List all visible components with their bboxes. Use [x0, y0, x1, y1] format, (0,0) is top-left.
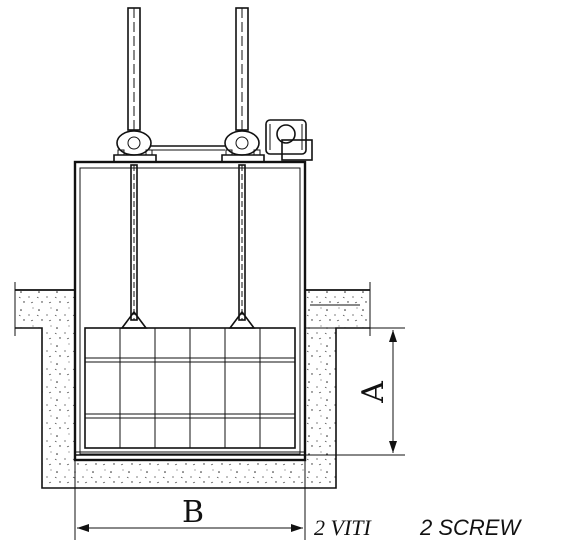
dimension-a: A	[305, 327, 405, 456]
gate-frame	[73, 160, 307, 462]
caption-italian: 2 VITI	[314, 515, 373, 540]
caption-english: 2 SCREW	[419, 515, 522, 540]
dimension-b: B	[74, 460, 306, 540]
dimension-a-label: A	[356, 381, 391, 404]
gate-leaf	[84, 327, 296, 449]
dimension-b-label: B	[182, 495, 204, 530]
actuators	[113, 119, 313, 163]
screw-rods	[120, 7, 256, 329]
concrete-channel	[14, 282, 371, 489]
